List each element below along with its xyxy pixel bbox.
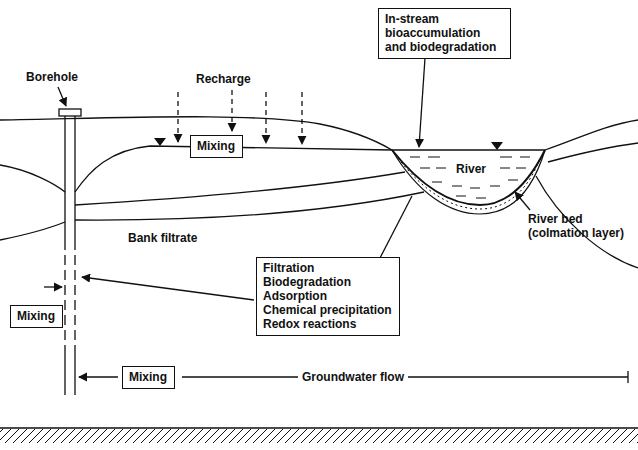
leader-arrow <box>82 277 254 300</box>
water-table <box>0 165 65 192</box>
mixing-box: Mixing <box>122 366 175 389</box>
box-text: Redox reactions <box>263 317 393 331</box>
recharge-arrow <box>301 92 302 144</box>
colmation-layer <box>398 158 540 209</box>
water-ripples <box>410 157 530 198</box>
water-table-symbol <box>491 142 503 150</box>
groundwater-flow-line <box>182 371 628 383</box>
box-text: Mixing <box>197 139 236 153</box>
colmation-layer <box>392 150 545 214</box>
leader-arrow <box>58 87 66 106</box>
box-text: Chemical precipitation <box>263 303 393 317</box>
flow-label: Bank filtrate <box>128 231 197 245</box>
box-text: Filtration <box>263 261 393 275</box>
impermeable-base <box>0 427 638 429</box>
flow-label: Groundwater flow <box>298 370 408 384</box>
water-table <box>548 143 638 162</box>
impermeable-hatching <box>0 429 638 443</box>
box-text: Biodegradation <box>263 275 393 289</box>
leader-line <box>380 196 412 258</box>
box-text: Adsorption <box>263 289 393 303</box>
borehole-screen <box>65 240 75 345</box>
mixing-box: Mixing <box>10 305 63 328</box>
borehole-casing <box>65 116 75 240</box>
box-text: Mixing <box>129 370 168 384</box>
flow-line <box>75 192 424 220</box>
flow-line <box>75 172 405 205</box>
label-text: River <box>456 162 486 176</box>
recharge-arrow <box>265 92 266 143</box>
water-table-symbol <box>154 138 166 146</box>
process-box: In-stream bioaccumulation and biodegrada… <box>378 8 511 59</box>
label-text: Recharge <box>196 72 251 86</box>
label-text: Bank filtrate <box>128 231 197 245</box>
box-text: In-stream bioaccumulation and biodegrada… <box>385 12 503 54</box>
part-label: River bed (colmation layer) <box>528 212 632 240</box>
label-text: Borehole <box>26 70 78 84</box>
label-text: River bed (colmation layer) <box>528 212 632 240</box>
borehole-casing <box>65 345 75 395</box>
recharge-arrow <box>177 92 178 142</box>
part-label: Borehole <box>26 70 78 84</box>
process-box: FiltrationBiodegradationAdsorptionChemic… <box>256 257 400 336</box>
process-label: Recharge <box>196 72 251 86</box>
leader-arrow <box>419 58 425 147</box>
borehole-cap <box>59 109 81 116</box>
box-text: Mixing <box>17 309 56 323</box>
inflow-arrow <box>79 376 118 377</box>
recharge-arrow <box>231 90 232 131</box>
label-text: Groundwater flow <box>298 370 408 384</box>
flow-line <box>0 222 65 240</box>
mixing-box: Mixing <box>190 135 243 158</box>
river-surface <box>392 149 545 150</box>
inflow-arrow <box>44 286 62 287</box>
part-label: River <box>456 162 486 176</box>
leader-arrow <box>515 192 530 210</box>
